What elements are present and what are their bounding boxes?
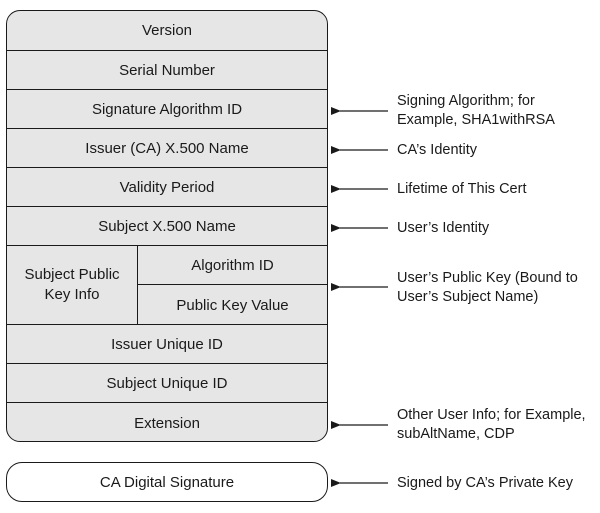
ca-digital-signature-box: CA Digital Signature <box>6 462 328 502</box>
note-user-identity: User’s Identity <box>397 220 490 236</box>
field-subject-public-key-info: Subject Public Key Info <box>7 245 138 324</box>
field-subject-unique-id: Subject Unique ID <box>7 363 327 403</box>
field-subject-name: Subject X.500 Name <box>7 206 327 246</box>
note-other-user-info: Other User Info; for Example, subAltName… <box>397 407 586 442</box>
note-ca-identity: CA’s Identity <box>397 142 478 158</box>
certificate-structure: Version Serial Number Signature Algorith… <box>6 10 328 442</box>
field-serial-number: Serial Number <box>7 50 327 90</box>
field-public-key-algorithm-id: Algorithm ID <box>138 245 327 285</box>
field-extension: Extension <box>7 402 327 441</box>
field-issuer-name: Issuer (CA) X.500 Name <box>7 128 327 168</box>
note-signing-algorithm: Signing Algorithm; for Example, SHA1with… <box>397 93 555 128</box>
note-signed-by-ca: Signed by CA’s Private Key <box>397 475 573 491</box>
note-cert-lifetime: Lifetime of This Cert <box>397 181 527 197</box>
field-version: Version <box>141 22 193 39</box>
field-validity-period: Validity Period <box>7 167 327 207</box>
field-signature-algorithm-id: Signature Algorithm ID <box>7 89 327 129</box>
field-public-key-value: Public Key Value <box>138 284 327 325</box>
note-user-public-key: User’s Public Key (Bound to User’s Subje… <box>397 270 578 305</box>
field-issuer-unique-id: Issuer Unique ID <box>7 324 327 364</box>
